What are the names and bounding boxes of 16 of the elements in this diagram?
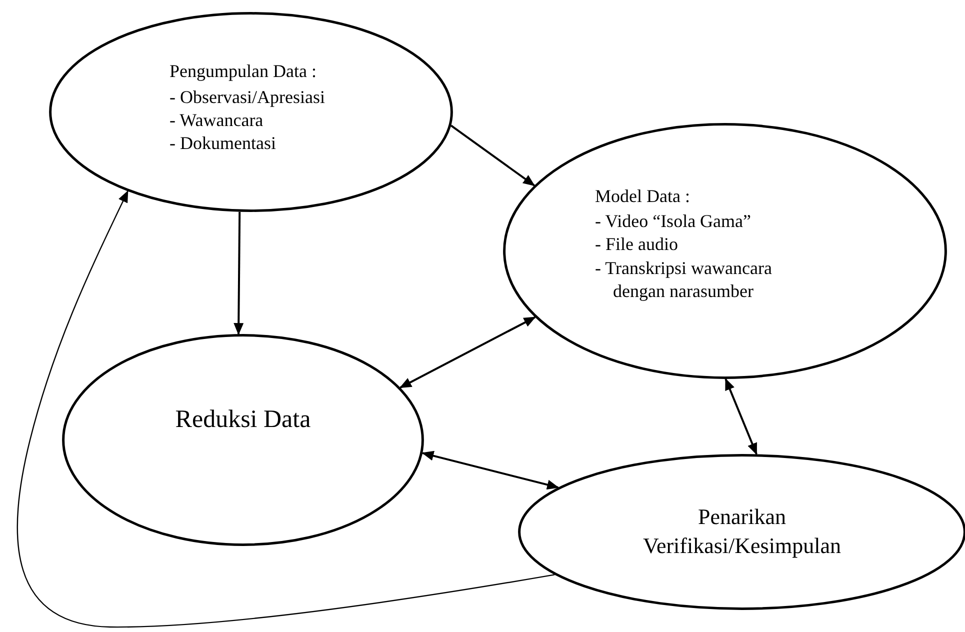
list-item: - Wawancara — [170, 109, 264, 132]
arrow — [422, 450, 560, 490]
arrow — [724, 378, 758, 456]
list-item: - Observasi/Apresiasi — [170, 86, 326, 109]
arrow — [399, 316, 536, 388]
arrow — [450, 124, 536, 186]
list-item: - Transkripsi wawancara dengan narasumber — [595, 256, 773, 304]
list-item: - Dokumentasi — [170, 132, 277, 156]
node-label: Penarikan Verifikasi/Kesimpulan — [642, 503, 842, 560]
list-item: - File audio — [595, 233, 679, 256]
node-heading: Pengumpulan Data : — [170, 60, 318, 84]
node-heading: Model Data : — [595, 184, 691, 208]
arrow — [234, 212, 244, 336]
curved-connector — [16, 190, 555, 628]
list-item: - Video “Isola Gama” — [595, 210, 752, 233]
node-label: Reduksi Data — [175, 404, 311, 435]
